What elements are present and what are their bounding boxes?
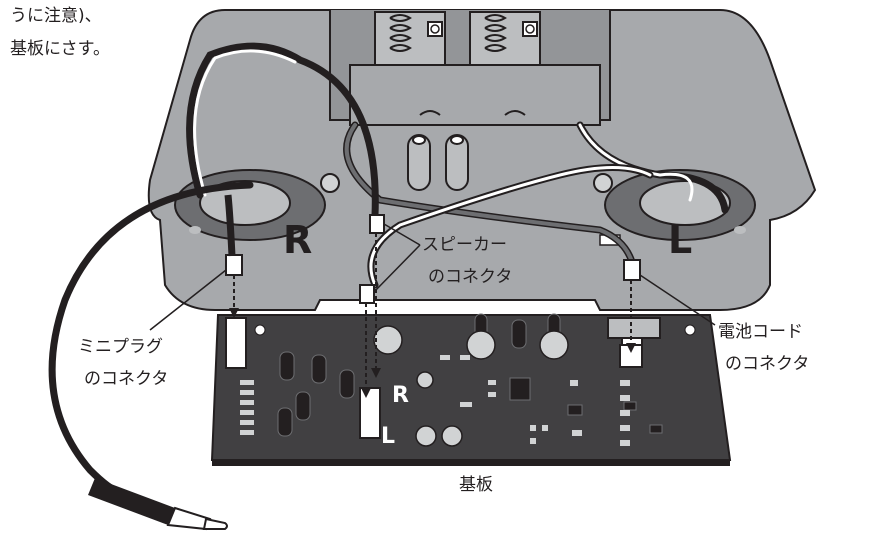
speaker-case [149, 10, 815, 310]
battery-connector-callout-line2: のコネクタ [725, 354, 809, 374]
board-label-right: R [392, 383, 409, 408]
miniplug-connector-callout-line1: ミニプラグ [78, 337, 163, 357]
board-caption: 基板 [459, 475, 493, 495]
instruction-line-1: うに注意)、 [10, 2, 102, 30]
speaker-connector-callout-line1: スピーカー [422, 235, 507, 255]
battery-connector-callout-line1: 電池コード [718, 322, 803, 342]
board-label-left: L [381, 424, 395, 449]
speaker-connector-callout-line2: のコネクタ [428, 267, 512, 287]
circuit-board [212, 314, 730, 466]
case-label-left: L [668, 218, 692, 262]
miniplug-connector-callout-line2: のコネクタ [84, 369, 168, 389]
case-label-right: R [283, 218, 312, 262]
instruction-line-2: 基板にさす。 [10, 35, 110, 63]
